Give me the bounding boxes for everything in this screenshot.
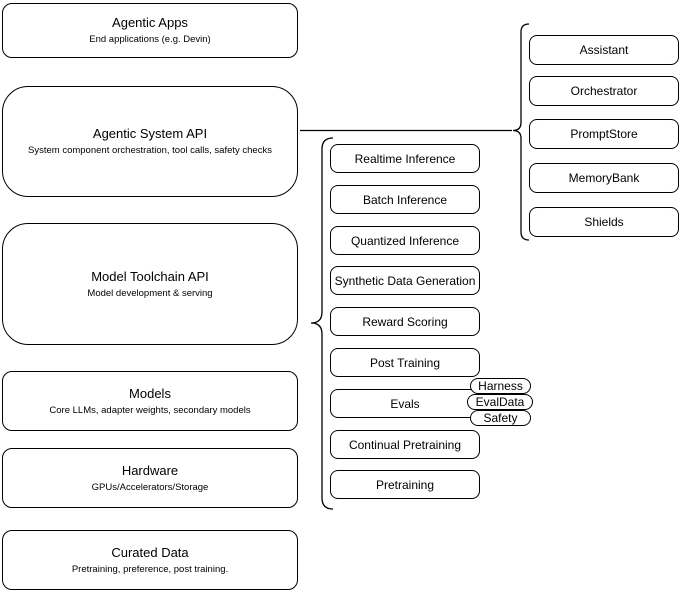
node-subtitle: System component orchestration, tool cal…: [28, 145, 272, 156]
node-batch-inference: Batch Inference: [330, 185, 480, 214]
node-quantized-inference: Quantized Inference: [330, 226, 480, 255]
node-title: Agentic System API: [92, 126, 208, 141]
node-post-training: Post Training: [330, 348, 480, 377]
node-title: Models: [129, 385, 171, 401]
node-models: Models Core LLMs, adapter weights, secon…: [2, 371, 298, 431]
node-continual-pretraining: Continual Pretraining: [330, 430, 480, 459]
node-subtitle: Core LLMs, adapter weights, secondary mo…: [49, 404, 251, 416]
tag-evals-safety: Safety: [470, 410, 531, 426]
node-evals: Evals: [330, 389, 480, 418]
tag-evals-evaldata: EvalData: [467, 394, 533, 410]
node-reward-scoring: Reward Scoring: [330, 307, 480, 336]
node-synthetic-data-generation: Synthetic Data Generation: [330, 266, 480, 295]
node-subtitle: End applications (e.g. Devin): [89, 34, 211, 45]
node-agentic-apps: Agentic Apps End applications (e.g. Devi…: [2, 3, 298, 58]
node-hardware: Hardware GPUs/Accelerators/Storage: [2, 448, 298, 508]
node-agentic-system-api: Agentic System API System component orch…: [2, 86, 298, 197]
node-shields: Shields: [529, 207, 679, 237]
node-title: Agentic Apps: [112, 15, 188, 30]
node-title: Model Toolchain API: [91, 268, 209, 284]
node-subtitle: GPUs/Accelerators/Storage: [91, 481, 209, 493]
node-title: Hardware: [121, 462, 179, 478]
node-model-toolchain-api: Model Toolchain API Model development & …: [2, 223, 298, 345]
node-curated-data: Curated Data Pretraining, preference, po…: [2, 530, 298, 590]
tag-evals-harness: Harness: [470, 378, 531, 394]
node-orchestrator: Orchestrator: [529, 76, 679, 106]
node-realtime-inference: Realtime Inference: [330, 144, 480, 173]
node-subtitle: Pretraining, preference, post training.: [71, 563, 229, 575]
node-promptstore: PromptStore: [529, 119, 679, 149]
brace-toolchain-components-group: [310, 137, 334, 510]
brace-agentic-components-group: [512, 23, 530, 241]
node-pretraining: Pretraining: [330, 470, 480, 499]
node-assistant: Assistant: [529, 35, 679, 65]
node-title: Curated Data: [111, 544, 189, 560]
node-subtitle: Model development & serving: [87, 287, 213, 299]
node-memorybank: MemoryBank: [529, 163, 679, 193]
